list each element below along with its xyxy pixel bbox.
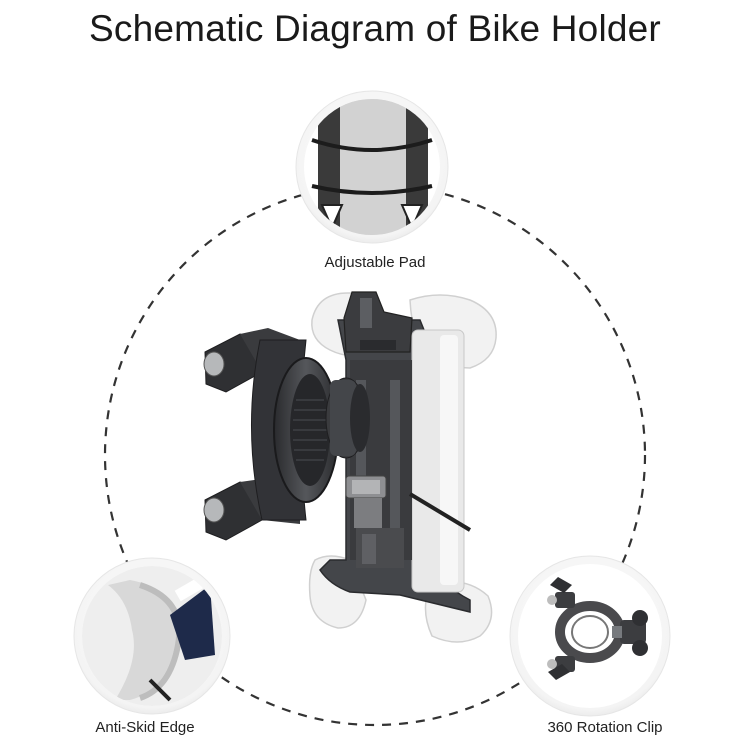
label-anti-skid-edge: Anti-Skid Edge (95, 719, 195, 736)
diagram-title: Schematic Diagram of Bike Holder (89, 8, 661, 49)
callout-bubble-adjustable-pad (295, 90, 449, 244)
callout-bubble-anti-skid-edge (73, 557, 231, 715)
bike-holder-illustration (203, 291, 497, 643)
callout-bubble-360-rotation-clip (509, 555, 671, 717)
dashed-ring (103, 183, 647, 727)
handlebar-clamp (203, 328, 370, 541)
wire (408, 492, 472, 532)
label-adjustable-pad: Adjustable Pad (324, 254, 426, 271)
label-360-rotation-clip: 360 Rotation Clip (547, 719, 663, 736)
